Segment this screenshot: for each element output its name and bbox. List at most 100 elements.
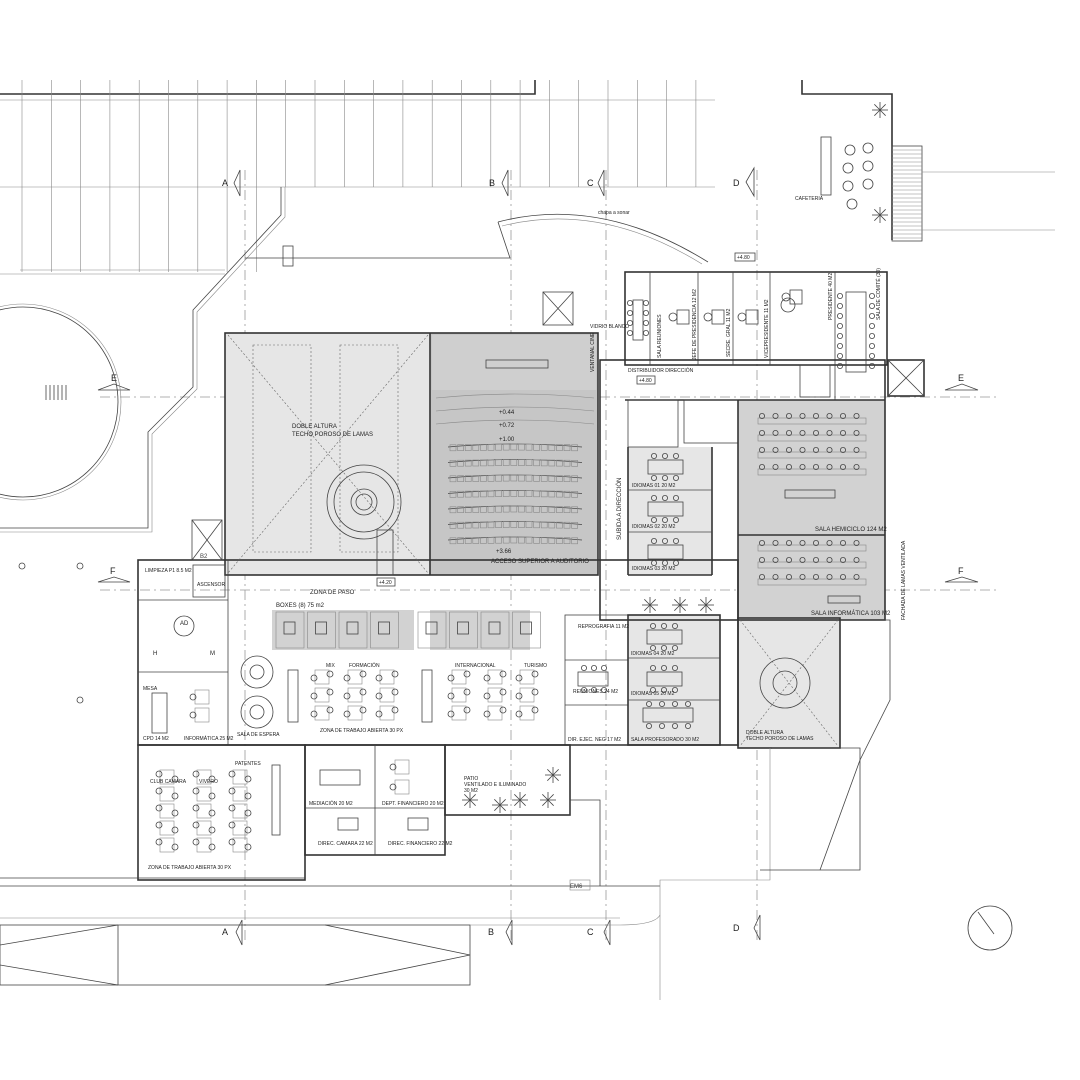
seat: [548, 490, 556, 498]
seat: [510, 474, 518, 482]
chair: [813, 412, 820, 419]
group-label: CLUB CAMARA: [150, 779, 187, 785]
work-desk: [196, 837, 212, 853]
chair: [813, 429, 820, 436]
chair: [375, 710, 383, 718]
plant-leaf: [649, 604, 656, 611]
chair: [853, 412, 860, 419]
chair: [244, 826, 252, 834]
stair-up-label: SUBIDA A DIRECCIÓN: [616, 478, 623, 540]
seat: [518, 536, 525, 544]
seat: [533, 521, 540, 529]
chair: [672, 623, 679, 630]
work-desk: [159, 837, 175, 853]
chair: [389, 763, 397, 771]
chair: [659, 701, 666, 708]
box-cubicle: [480, 611, 510, 649]
seat: [480, 521, 487, 529]
section-f-right: F: [958, 566, 964, 576]
seat: [495, 490, 502, 498]
seat: [472, 444, 480, 451]
plant-leaf: [674, 604, 681, 611]
chair: [343, 674, 351, 682]
seat: [556, 444, 563, 451]
teacher-desk: [827, 595, 861, 604]
room-label: VICEPRESIDENTE 11 M2: [764, 299, 770, 358]
step-level: +1.00: [499, 437, 515, 443]
office-desk: [789, 289, 803, 305]
seat: [457, 506, 464, 514]
chair: [651, 494, 658, 501]
box-cubicle: [275, 611, 305, 649]
accessible-wc-label: AD: [180, 621, 189, 627]
section-a-top: A: [222, 178, 228, 188]
plant-leaf: [552, 769, 559, 776]
step-level: +3.66: [496, 549, 512, 555]
chair: [799, 540, 806, 547]
chair: [483, 692, 491, 700]
seat: [487, 505, 495, 513]
seat: [563, 459, 571, 467]
chair: [375, 692, 383, 700]
chair: [840, 412, 847, 419]
seat: [548, 506, 556, 513]
room-label: IDIOMAS 05 20 M2: [631, 691, 675, 697]
chair: [837, 322, 844, 329]
chair: [826, 463, 833, 470]
seat: [548, 459, 556, 467]
lift-shaft: [191, 519, 223, 561]
chair: [826, 446, 833, 453]
seat: [571, 506, 578, 514]
group-label: PATENTES: [235, 761, 261, 767]
chair: [483, 710, 491, 718]
room-label: LIMPIEZA P1 8.5 M2: [145, 568, 192, 574]
seat: [563, 490, 571, 498]
chair: [646, 701, 653, 708]
b2-tag: B2: [200, 554, 208, 560]
chair: [672, 645, 679, 652]
room-label: SALA REUNIONES: [657, 314, 663, 358]
seat: [556, 490, 563, 498]
seat: [533, 490, 540, 498]
seat: [472, 521, 480, 529]
chair: [208, 826, 216, 834]
chair: [627, 309, 634, 316]
plant-leaf: [469, 794, 476, 801]
seat: [502, 443, 510, 451]
chair: [786, 446, 793, 453]
chair: [515, 692, 523, 700]
chair: [591, 687, 598, 694]
chair: [786, 412, 793, 419]
seat: [540, 537, 548, 544]
room-label: DIR. EJEC. NEG 17 M2: [568, 737, 621, 743]
seat: [548, 521, 556, 529]
plant-leaf: [547, 774, 554, 781]
room-label: IDIOMAS 04 20 M2: [631, 651, 675, 657]
room-label: MEDIACIÓN 20 M2: [309, 800, 353, 807]
chair: [673, 560, 680, 567]
lecture-halls: [738, 400, 885, 620]
chair: [840, 557, 847, 564]
seat: [480, 537, 487, 544]
auditorium-access-label: ACCESO SUPERIOR A AUDITORIO: [491, 559, 589, 565]
chair: [869, 292, 876, 299]
chair: [786, 463, 793, 470]
chair: [826, 412, 833, 419]
plant-leaf: [874, 109, 881, 116]
desk-row: [757, 561, 867, 569]
seat: [449, 521, 457, 529]
seat: [472, 506, 480, 513]
seat: [487, 490, 495, 498]
plant-leaf: [679, 604, 686, 611]
plant-leaf: [547, 769, 554, 776]
chair: [869, 332, 876, 339]
section-c-bottom: C: [587, 927, 594, 937]
plant-leaf: [499, 804, 506, 811]
seat: [540, 490, 548, 498]
cafe-table: [862, 142, 874, 154]
seat: [518, 459, 525, 466]
chair: [685, 723, 692, 730]
seat: [487, 521, 495, 529]
plant-leaf: [514, 799, 521, 806]
teacher-desk: [784, 489, 836, 499]
